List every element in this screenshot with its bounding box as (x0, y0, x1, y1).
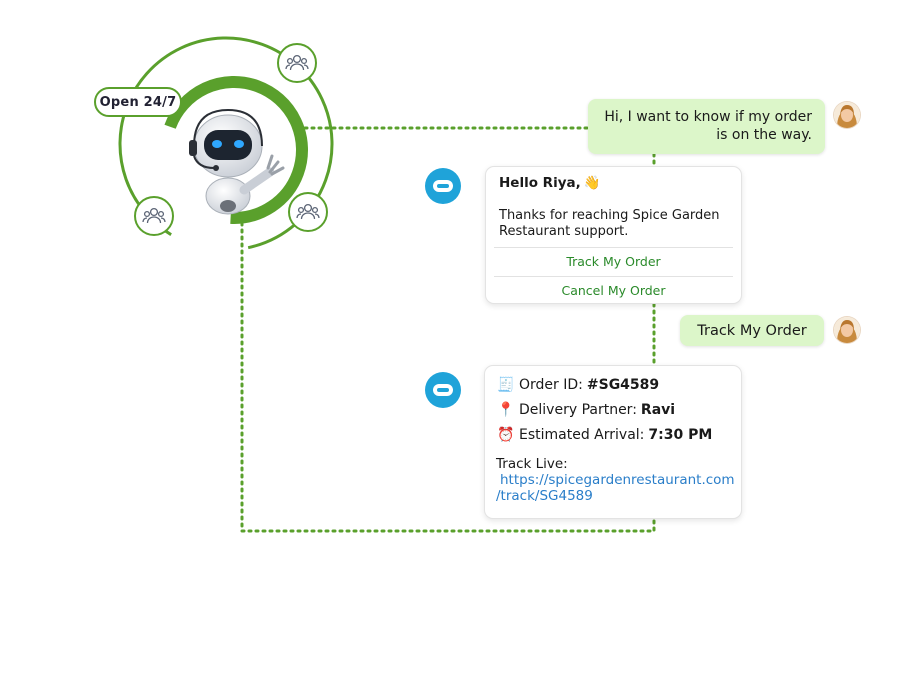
user-message-order-status: Hi, I want to know if my order is on the… (588, 99, 825, 154)
open-24-7-badge: Open 24/7 (94, 87, 182, 117)
people-group-icon (134, 196, 174, 236)
bot-greeting-card: Hello Riya,👋 Thanks for reaching Spice G… (485, 166, 742, 304)
user-avatar (834, 102, 860, 128)
delivery-partner-row: 📍 Delivery Partner: Ravi (497, 402, 675, 418)
people-group-icon (277, 43, 317, 83)
track-my-order-button[interactable]: Track My Order (566, 254, 661, 269)
user-message-line: Hi, I want to know if my order (604, 109, 812, 125)
delivery-partner-value: Ravi (640, 402, 676, 418)
people-group-icon (288, 192, 328, 232)
arrival-label: Estimated Arrival: (519, 427, 645, 443)
arrival-value: 7:30 PM (648, 427, 713, 443)
track-link-line: https://spicegardenrestaurant.com (500, 472, 735, 488)
delivery-partner-label: Delivery Partner: (519, 402, 637, 418)
divider (494, 247, 733, 248)
order-id-row: 🧾 Order ID: #SG4589 (497, 377, 659, 393)
track-link-line: /track/SG4589 (496, 488, 593, 504)
user-avatar (834, 317, 860, 343)
pin-icon: 📍 (497, 402, 515, 418)
bot-avatar-icon (425, 168, 461, 204)
bot-avatar-icon (425, 372, 461, 408)
track-live-label: Track Live: (496, 456, 568, 472)
support-robot-mascot (172, 106, 292, 218)
user-message-line: is on the way. (716, 127, 812, 143)
divider (494, 276, 733, 277)
cancel-my-order-button[interactable]: Cancel My Order (561, 283, 666, 298)
alarm-clock-icon: ⏰ (497, 427, 515, 443)
support-message: Thanks for reaching Spice Garden Restaur… (499, 208, 720, 239)
wave-emoji-icon: 👋 (583, 175, 601, 191)
order-id-label: Order ID: (519, 377, 583, 393)
greeting-text: Hello Riya,👋 (499, 175, 601, 191)
order-status-card: 🧾 Order ID: #SG4589 📍 Delivery Partner: … (484, 365, 742, 519)
order-id-value: #SG4589 (586, 377, 660, 393)
arrival-row: ⏰ Estimated Arrival: 7:30 PM (497, 427, 712, 443)
track-live-link[interactable]: https://spicegardenrestaurant.com /track… (496, 472, 736, 504)
greeting-name: Hello Riya, (499, 175, 581, 191)
receipt-icon: 🧾 (497, 377, 515, 393)
user-message-track-order: Track My Order (680, 315, 824, 346)
